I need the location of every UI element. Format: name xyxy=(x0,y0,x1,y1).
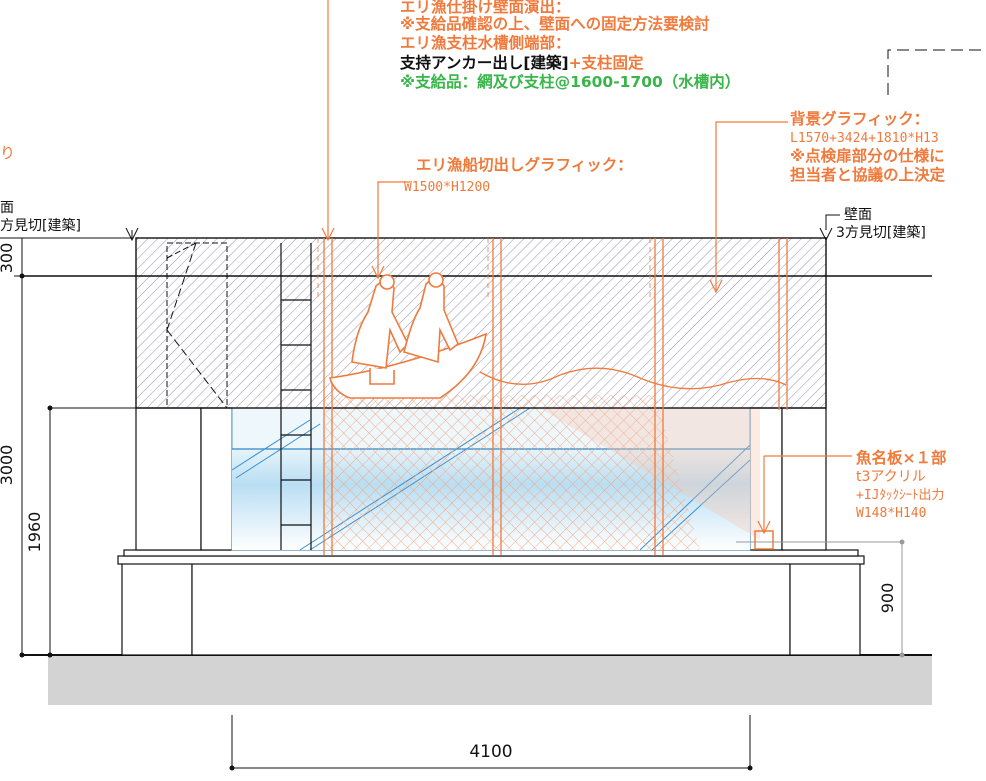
water-tank xyxy=(231,395,760,551)
left-fragment: り xyxy=(0,144,15,162)
net-edge xyxy=(479,367,787,390)
left-wall-line1: 面 xyxy=(0,200,14,216)
side-columns xyxy=(135,407,827,551)
fish-line4: W148*H140 xyxy=(856,506,926,521)
right-wall-annotation: 壁面 3方見切[建築] xyxy=(836,207,926,241)
dimension-lines xyxy=(14,238,751,770)
fish-line3: +IJﾀｯｸｼｰﾄ出力 xyxy=(856,488,944,503)
top-line2: ※支給品確認の上、壁面への固定方法要検討 xyxy=(400,14,710,33)
graphic-band xyxy=(135,237,827,409)
leader-arrows xyxy=(321,227,771,535)
top-line1: エリ漁仕掛け壁面演出： xyxy=(400,0,571,16)
counter-dimension xyxy=(736,541,903,655)
boat-line1: エリ漁船切出しグラフィック： xyxy=(416,155,633,174)
boat-line2: W1500*H1200 xyxy=(404,180,490,195)
top-line3: エリ漁支柱水槽側端部： xyxy=(400,33,571,52)
dim-900: 900 xyxy=(878,583,897,614)
left-wall-line2: 方見切[建築] xyxy=(0,218,81,234)
right-wall-line1: 壁面 xyxy=(844,207,872,223)
net-poles xyxy=(323,238,788,555)
top-line4: 支持アンカー出し[建築]+支柱固定 xyxy=(399,53,644,72)
top-line5: ※支給品：網及び支柱@1600-1700（水槽内） xyxy=(400,72,740,91)
dim-4100: 4100 xyxy=(469,742,512,762)
base-counter xyxy=(117,549,865,656)
bg-line1: 背景グラフィック： xyxy=(790,109,929,128)
dim-300: 300 xyxy=(0,243,16,274)
ladder xyxy=(280,243,312,550)
dim-3000: 3000 xyxy=(0,445,16,486)
fish-plate-annotation: 魚名板×１部 t3アクリル +IJﾀｯｸｼｰﾄ出力 W148*H140 xyxy=(856,448,947,521)
dimension-dots xyxy=(19,273,753,771)
fish-line1: 魚名板×１部 xyxy=(856,448,947,467)
top-annotation: エリ漁仕掛け壁面演出： ※支給品確認の上、壁面への固定方法要検討 エリ漁支柱水槽… xyxy=(399,0,740,91)
dashed-frame xyxy=(887,49,986,95)
right-wall-line2: 3方見切[建築] xyxy=(836,225,926,241)
bg-line3: ※点検扉部分の仕様に xyxy=(790,146,945,165)
wall-leaders xyxy=(0,214,840,242)
background-graphic-annotation: 背景グラフィック： L1570+3424+1810*H13 ※点検扉部分の仕様に… xyxy=(790,109,946,184)
bg-line4: 担当者と協議の上決定 xyxy=(790,165,946,184)
boat-graphic-annotation: エリ漁船切出しグラフィック： W1500*H1200 xyxy=(404,155,633,195)
bg-line2: L1570+3424+1810*H13 xyxy=(790,131,939,146)
boat-graphic xyxy=(328,272,488,399)
inspection-door xyxy=(166,242,228,409)
fish-line2: t3アクリル xyxy=(856,469,926,485)
ground-band xyxy=(48,655,932,705)
leader-lines xyxy=(327,0,852,531)
dim-1960: 1960 xyxy=(25,512,44,553)
left-wall-annotation: 面 方見切[建築] xyxy=(0,200,81,234)
